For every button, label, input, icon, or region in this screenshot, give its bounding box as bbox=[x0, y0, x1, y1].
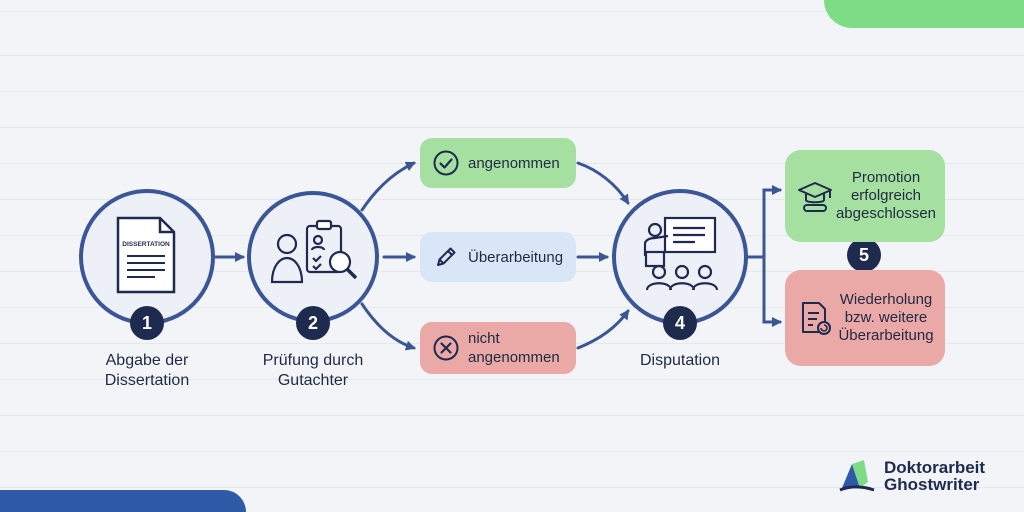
step-4-number: 4 bbox=[674, 312, 685, 333]
reviewer-icon bbox=[270, 219, 358, 284]
brand-mark-icon bbox=[839, 460, 875, 492]
step-2-label-line2: Gutachter bbox=[277, 372, 349, 389]
presentation-icon bbox=[643, 216, 719, 291]
step-1-circle: DISSERTATION bbox=[79, 189, 215, 325]
result-success-line3: abgeschlossen bbox=[835, 205, 937, 222]
result-repeat: Wiederholung bzw. weitere Überarbeitung bbox=[785, 270, 945, 366]
step-1-number: 1 bbox=[141, 312, 152, 333]
result-success-line1: Promotion bbox=[851, 169, 921, 186]
decorative-blue-bar bbox=[0, 490, 246, 512]
outcome-rejected-line2: angenommen bbox=[468, 349, 560, 366]
outcome-accepted-label: angenommen bbox=[468, 154, 560, 172]
step-2-badge: 2 bbox=[296, 306, 330, 340]
step-5-badge: 5 bbox=[847, 238, 881, 272]
step-5-number: 5 bbox=[858, 244, 869, 265]
result-success: Promotion erfolgreich abgeschlossen bbox=[785, 150, 945, 242]
result-repeat-line3: Überarbeitung bbox=[838, 327, 934, 344]
brand-logo[interactable]: Doktorarbeit Ghostwriter bbox=[838, 458, 985, 494]
svg-text:DISSERTATION: DISSERTATION bbox=[122, 241, 170, 248]
step-2-label: Prüfung durch Gutachter bbox=[243, 351, 383, 391]
arrow-accepted-4 bbox=[576, 161, 630, 205]
step-4-badge: 4 bbox=[663, 306, 697, 340]
step-1-label: Abgabe der Dissertation bbox=[77, 351, 217, 391]
pencil-icon bbox=[437, 247, 456, 266]
step-2-number: 2 bbox=[307, 312, 318, 333]
arrow-2-accepted bbox=[360, 161, 416, 212]
outcome-revision-label: Überarbeitung bbox=[468, 248, 564, 266]
check-circle-icon bbox=[433, 150, 459, 176]
outcome-accepted: angenommen bbox=[420, 138, 576, 188]
arrow-2-rejected bbox=[360, 302, 416, 351]
arrow-rejected-4 bbox=[576, 309, 630, 350]
brand-line1: Doktorarbeit bbox=[884, 458, 986, 477]
step-2-label-line1: Prüfung durch bbox=[262, 352, 364, 369]
outcome-rejected-line1: nicht bbox=[468, 330, 500, 347]
step-4-label-line1: Disputation bbox=[639, 352, 721, 369]
outcome-revision: Überarbeitung bbox=[420, 232, 576, 282]
x-circle-icon bbox=[433, 335, 459, 361]
step-1-badge: 1 bbox=[130, 306, 164, 340]
step-4-label: Disputation bbox=[610, 351, 750, 371]
arrow-split-repeat bbox=[762, 255, 782, 327]
brand-line2: Ghostwriter bbox=[884, 475, 980, 494]
document-icon: DISSERTATION bbox=[116, 216, 176, 294]
outcome-rejected: nicht angenommen bbox=[420, 322, 576, 374]
result-success-line2: erfolgreich bbox=[850, 187, 922, 204]
step-1-label-line1: Abgabe der bbox=[105, 352, 189, 369]
arrow-split-success bbox=[762, 185, 782, 259]
step-1-label-line2: Dissertation bbox=[104, 372, 190, 389]
document-refresh-icon bbox=[802, 302, 831, 335]
step-4-circle bbox=[612, 189, 748, 325]
result-repeat-line1: Wiederholung bbox=[839, 291, 933, 308]
decorative-green-bar bbox=[824, 0, 1024, 28]
graduation-cap-icon bbox=[798, 182, 832, 212]
result-repeat-line2: bzw. weitere bbox=[844, 309, 928, 326]
step-2-circle bbox=[247, 191, 379, 323]
